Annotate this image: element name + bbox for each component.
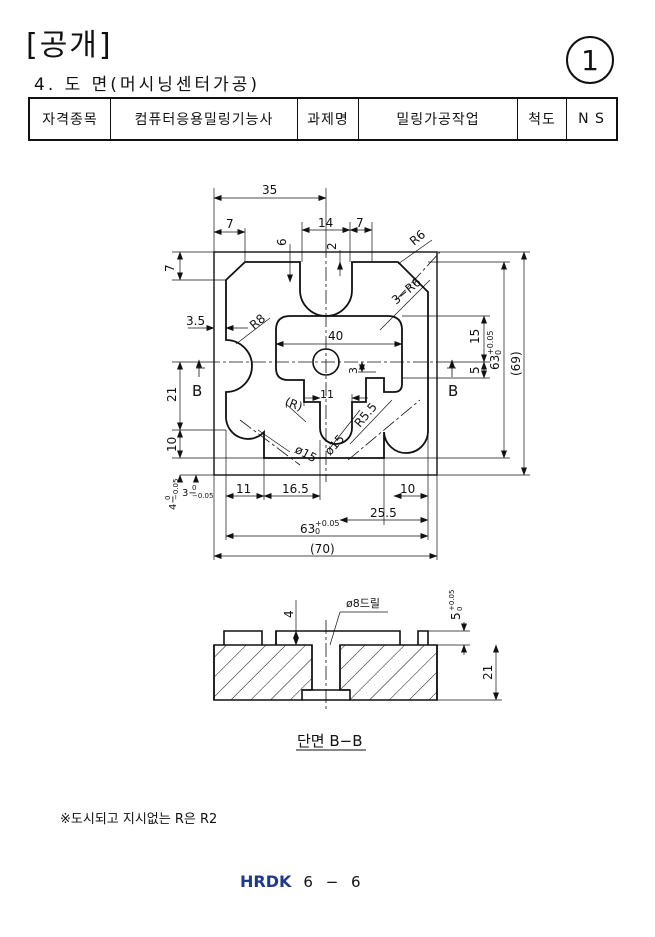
dim-3-tol-lower: −0.05: [192, 492, 213, 500]
dim-3-tol: 3−: [182, 488, 197, 499]
dim-r-ref: (R): [283, 395, 304, 414]
plan-dimension-texts: 35 7 14 7 6 2 R6 7 3.5 R8 3−R6 40 15 5 6…: [163, 183, 523, 556]
dim-14: 14: [318, 216, 333, 230]
dim-r5-5: R5.5: [352, 400, 380, 430]
dim-11-center: 11: [320, 388, 334, 401]
dim-21-left: 21: [165, 387, 179, 402]
section-dim-5-tol-upper: +0.05: [448, 590, 456, 611]
info-cell-task-label: 과제명: [297, 97, 359, 141]
dim-70: (70): [310, 542, 335, 556]
dim-3-5: 3.5: [186, 314, 205, 328]
page-number: 6 − 6: [303, 872, 365, 891]
section-title: 4. 도 면(머시닝센터가공): [34, 75, 261, 95]
dim-16-5: 16.5: [282, 482, 309, 496]
dim-7-left-top: 7: [226, 217, 234, 231]
section-hatched-body: [213, 644, 313, 701]
hrdk-logo: HRDK: [240, 872, 292, 891]
general-note: ※도시되고 지시없는 R은 R2: [60, 812, 218, 827]
info-cell-task-value: 밀링가공작업: [358, 97, 518, 141]
centerlines: [206, 244, 446, 482]
section-line-bb: [196, 359, 456, 377]
dim-6: 6: [275, 238, 289, 246]
dim-63-vertical: 63: [488, 355, 502, 370]
section-dim-4: 4: [282, 610, 296, 618]
dim-4-tol-upper: 0: [164, 496, 172, 500]
dim-69: (69): [509, 351, 523, 376]
info-cell-scale-value: N S: [566, 97, 618, 141]
section-dim-5: 5: [449, 612, 463, 620]
section-dim-21: 21: [481, 665, 495, 680]
dim-5-right: 5: [468, 366, 482, 374]
section-hatched-body-right: [339, 644, 438, 701]
outer-boss-profile: [225, 261, 429, 459]
plan-dimension-lines: [172, 188, 530, 560]
dim-35: 35: [262, 183, 277, 197]
dim-2: 2: [325, 242, 339, 250]
plan-view: 35 7 14 7 6 2 R6 7 3.5 R8 3−R6 40 15 5 6…: [163, 183, 530, 560]
section-dim-5-tol-lower: 0: [456, 607, 464, 611]
stock-outline: [213, 251, 438, 476]
section-marker-b-left: B: [192, 382, 202, 400]
dim-63-horizontal: 63: [300, 522, 315, 536]
drawing-number-badge: 1: [566, 36, 614, 84]
info-cell-subject-value: 컴퓨터응용밀링기능사: [110, 97, 298, 141]
dim-4-tol-lower: −0.05: [172, 479, 180, 500]
dim-4-tol: 4−: [168, 495, 179, 510]
inner-island-profile: [275, 315, 403, 445]
dim-3: 3: [347, 367, 360, 374]
dim-10-bottom: 10: [400, 482, 415, 496]
dim-7-right-top: 7: [356, 216, 364, 230]
dim-25-5: 25.5: [370, 506, 397, 520]
info-cell-subject-label: 자격종목: [28, 97, 111, 141]
dim-40: 40: [328, 329, 343, 343]
info-cell-scale-label: 척도: [517, 97, 567, 141]
dim-15-right: 15: [468, 329, 482, 344]
dim-63-vertical-tol-lower: 0: [494, 350, 503, 355]
dim-63-horizontal-tol-upper: +0.05: [315, 519, 340, 528]
dim-63-horizontal-tol-lower: 0: [315, 527, 320, 536]
section-dim-drill: ø8드릴: [346, 597, 380, 610]
dim-r8: R8: [247, 311, 268, 332]
info-table: 자격종목 컴퓨터응용밀링기능사 과제명 밀링가공작업 척도 N S: [28, 97, 618, 141]
section-caption: 단면 B−B: [297, 732, 363, 750]
section-marker-b-right: B: [448, 382, 458, 400]
dim-11-bottom: 11: [236, 482, 251, 496]
dim-10-left: 10: [165, 437, 179, 452]
dim-3-tol-upper: 0: [192, 484, 196, 492]
footer: HRDK 6 − 6: [240, 872, 365, 891]
section-view: 4 ø8드릴 5 +0.05 0 21 단면 B−B: [213, 590, 502, 751]
dim-63-vertical-tol-upper: +0.05: [486, 330, 495, 355]
dim-phi15-left: ø15: [293, 442, 320, 465]
public-tag: [공개]: [26, 28, 113, 63]
dim-7-left: 7: [163, 264, 177, 272]
